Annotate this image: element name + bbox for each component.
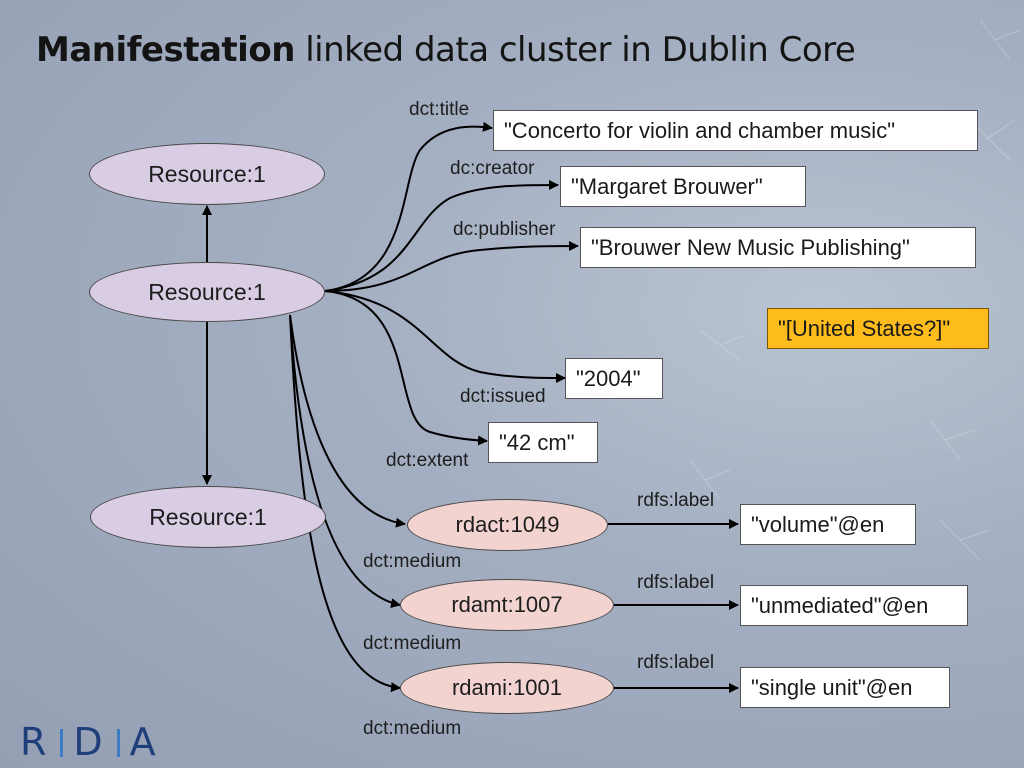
resource-node-label: Resource:1 [148,278,266,305]
literal-creator[interactable]: "Margaret Brouwer" [560,166,806,207]
rdami-node-label: rdami:1001 [451,675,563,700]
edge-label-rdfs-1: rdfs:label [637,490,715,511]
edge-title [324,121,493,292]
literal-issued[interactable]: "2004" [565,358,663,399]
resource-node-bottom[interactable]: Resource:1 [90,486,326,548]
rdamt-node-label: rdamt:1007 [451,592,563,617]
resource-node-top[interactable]: Resource:1 [89,143,325,205]
literal-single-unit[interactable]: "single unit"@en [740,667,950,708]
edge-label-title: dct:title [409,99,470,120]
resource-node-label: Resource:1 [148,160,266,187]
edge-label-medium-1: dct:medium [363,551,462,572]
edge-label-rdfs-2: rdfs:label [637,572,715,593]
edge-medium3 [289,314,401,693]
edge-label-extent: dct:extent [386,450,469,471]
rdami-node[interactable]: rdami:1001 [400,662,614,714]
edge-extent [324,290,488,446]
edge-label-rdfs-3: rdfs:label [637,652,715,673]
literal-place[interactable]: "[United States?]" [767,308,989,349]
literal-extent[interactable]: "42 cm" [488,422,598,463]
page-title: Manifestation linked data cluster in Dub… [36,30,856,70]
rdact-node-label: rdact:1049 [455,512,560,537]
edge-creator [324,180,559,292]
resource-node-label: Resource:1 [149,503,267,530]
edge-label-creator: dc:creator [450,158,535,179]
literal-unmediated[interactable]: "unmediated"@en [740,585,968,626]
literal-publisher[interactable]: "Brouwer New Music Publishing" [580,227,976,268]
edge-publisher [324,241,579,292]
edge-label-medium-3: dct:medium [363,718,462,739]
rdact-node[interactable]: rdact:1049 [407,499,608,551]
edge-label-publisher: dc:publisher [453,219,556,240]
edge-issued [324,290,566,383]
rdamt-node[interactable]: rdamt:1007 [400,579,614,631]
literal-title[interactable]: "Concerto for violin and chamber music" [493,110,978,151]
resource-node-middle[interactable]: Resource:1 [89,262,325,322]
edge-medium1 [289,314,406,528]
edge-label-issued: dct:issued [460,386,546,407]
literal-volume[interactable]: "volume"@en [740,504,916,545]
edge-label-medium-2: dct:medium [363,633,462,654]
